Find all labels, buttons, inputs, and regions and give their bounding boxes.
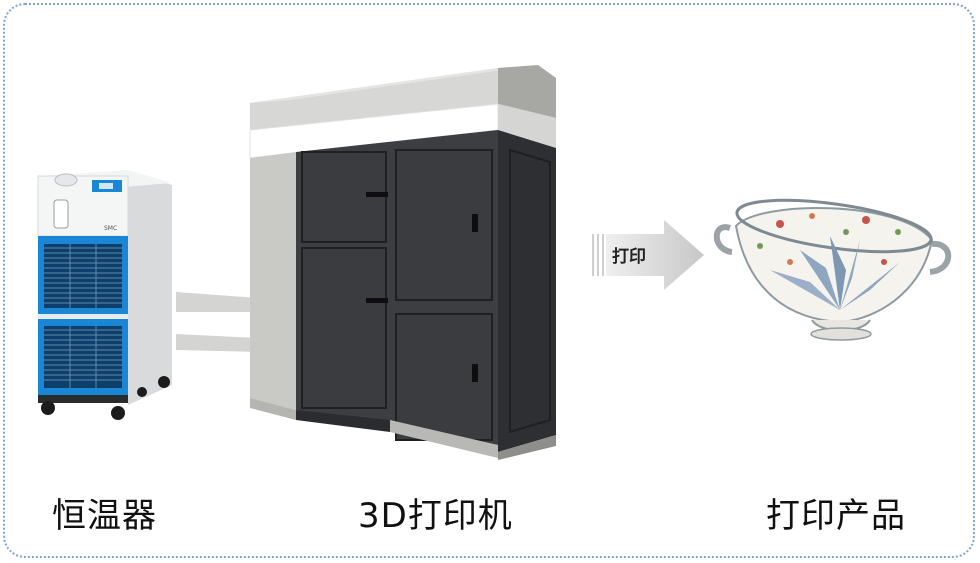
3d-printer-illustration <box>249 65 556 460</box>
chiller-illustration: SMC <box>37 170 172 420</box>
chiller-label: 恒温器 <box>52 496 157 536</box>
connection-pipes <box>176 292 258 352</box>
printer-label: 3D打印机 <box>358 496 513 536</box>
product-label: 打印产品 <box>766 496 906 536</box>
printed-bowl-illustration <box>713 198 952 341</box>
dotted-border-frame <box>3 3 975 558</box>
print-arrow-label: 打印 <box>612 247 646 267</box>
chiller-brand-logo: SMC <box>104 225 117 232</box>
print-arrow <box>592 220 704 290</box>
